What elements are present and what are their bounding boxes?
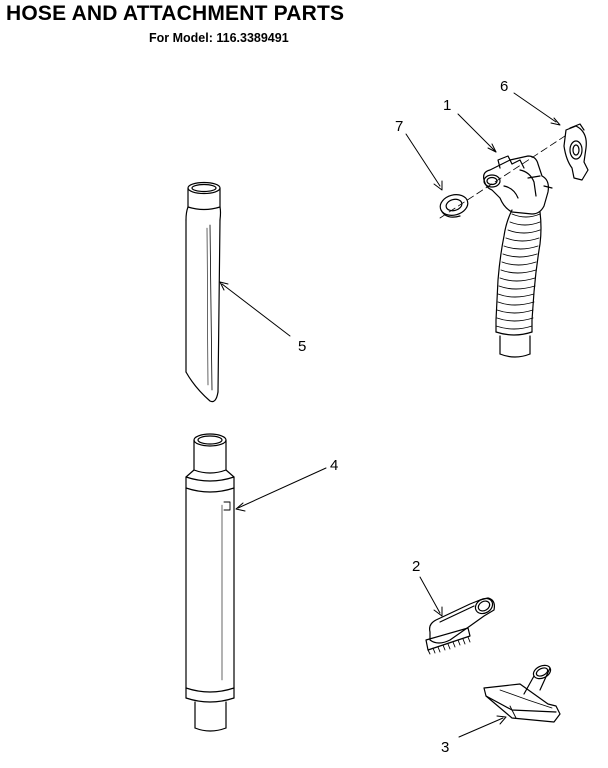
callout-5: 5 xyxy=(298,338,306,355)
assembly-centerline xyxy=(439,133,569,219)
callout-7: 7 xyxy=(395,118,403,135)
leader-lines xyxy=(219,92,561,738)
callout-1: 1 xyxy=(443,97,451,114)
hose-part xyxy=(483,155,553,358)
callout-4: 4 xyxy=(330,457,338,474)
dusting-brush-part xyxy=(425,597,495,655)
upholstery-nozzle-part xyxy=(483,664,561,723)
hose-washer-part xyxy=(439,194,469,218)
lower-wand-part xyxy=(185,433,235,732)
callout-3: 3 xyxy=(441,739,449,756)
callout-2: 2 xyxy=(412,558,420,575)
page-title: HOSE AND ATTACHMENT PARTS xyxy=(6,2,345,25)
upper-wand-part xyxy=(185,181,222,403)
hose-clip-part xyxy=(563,123,589,181)
callout-6: 6 xyxy=(500,78,508,95)
model-number: For Model: 116.3389491 xyxy=(149,31,289,45)
